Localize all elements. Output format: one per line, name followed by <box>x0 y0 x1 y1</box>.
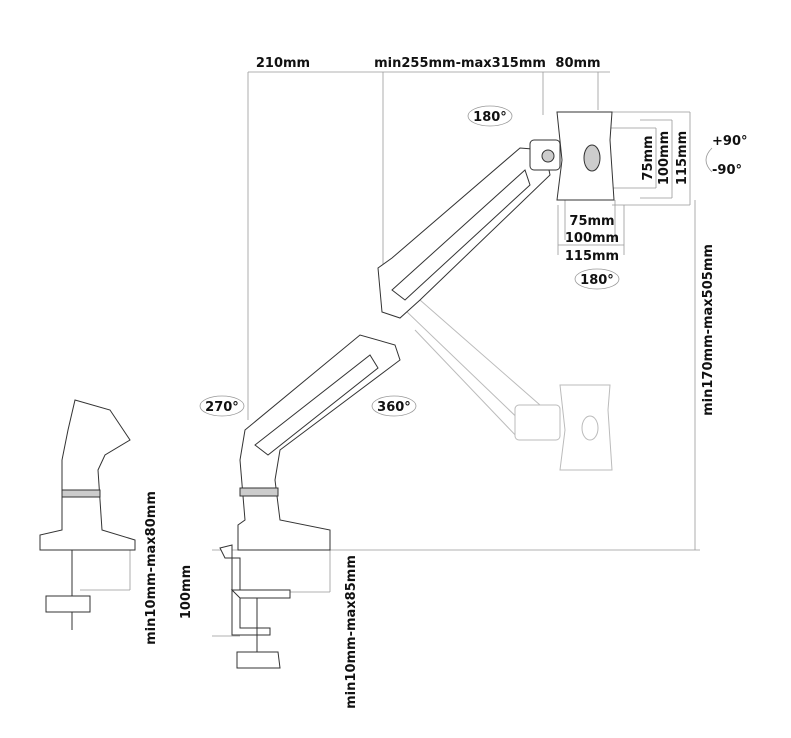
head-swivel-label: 180° <box>580 273 614 288</box>
head-offset-label: 80mm <box>555 56 600 71</box>
vesa-h-100-label: 100mm <box>565 231 619 246</box>
desk-clamp-left-label: min10mm-max80mm <box>144 491 159 645</box>
elbow-rotation-label: 360° <box>377 400 411 415</box>
arm-lowered-position <box>404 299 613 471</box>
monitor-arm <box>237 111 615 551</box>
desk-clamp <box>219 544 291 669</box>
top-left-reach-label: 210mm <box>256 56 310 71</box>
top-tilt-label: 180° <box>473 110 507 125</box>
base-rotation-label: 270° <box>205 400 239 415</box>
vesa-v-100-label: 100mm <box>657 131 672 185</box>
clamp-height-label: 100mm <box>179 565 194 619</box>
rotation-badges <box>199 105 620 417</box>
dimension-lines <box>80 71 713 637</box>
tilt-plus-label: +90° <box>712 134 747 149</box>
tilt-minus-label: -90° <box>712 163 742 178</box>
desk-clamp-right-label: min10mm-max85mm <box>344 555 359 709</box>
vesa-h-75-label: 75mm <box>569 214 614 229</box>
alt-desk-clamp <box>39 399 136 630</box>
vesa-v-75-label: 75mm <box>641 135 656 180</box>
vesa-v-115-label: 115mm <box>675 131 690 185</box>
vesa-h-115-label: 115mm <box>565 249 619 264</box>
top-arm-length-label: min255mm-max315mm <box>374 56 546 71</box>
height-range-label: min170mm-max505mm <box>701 244 716 416</box>
